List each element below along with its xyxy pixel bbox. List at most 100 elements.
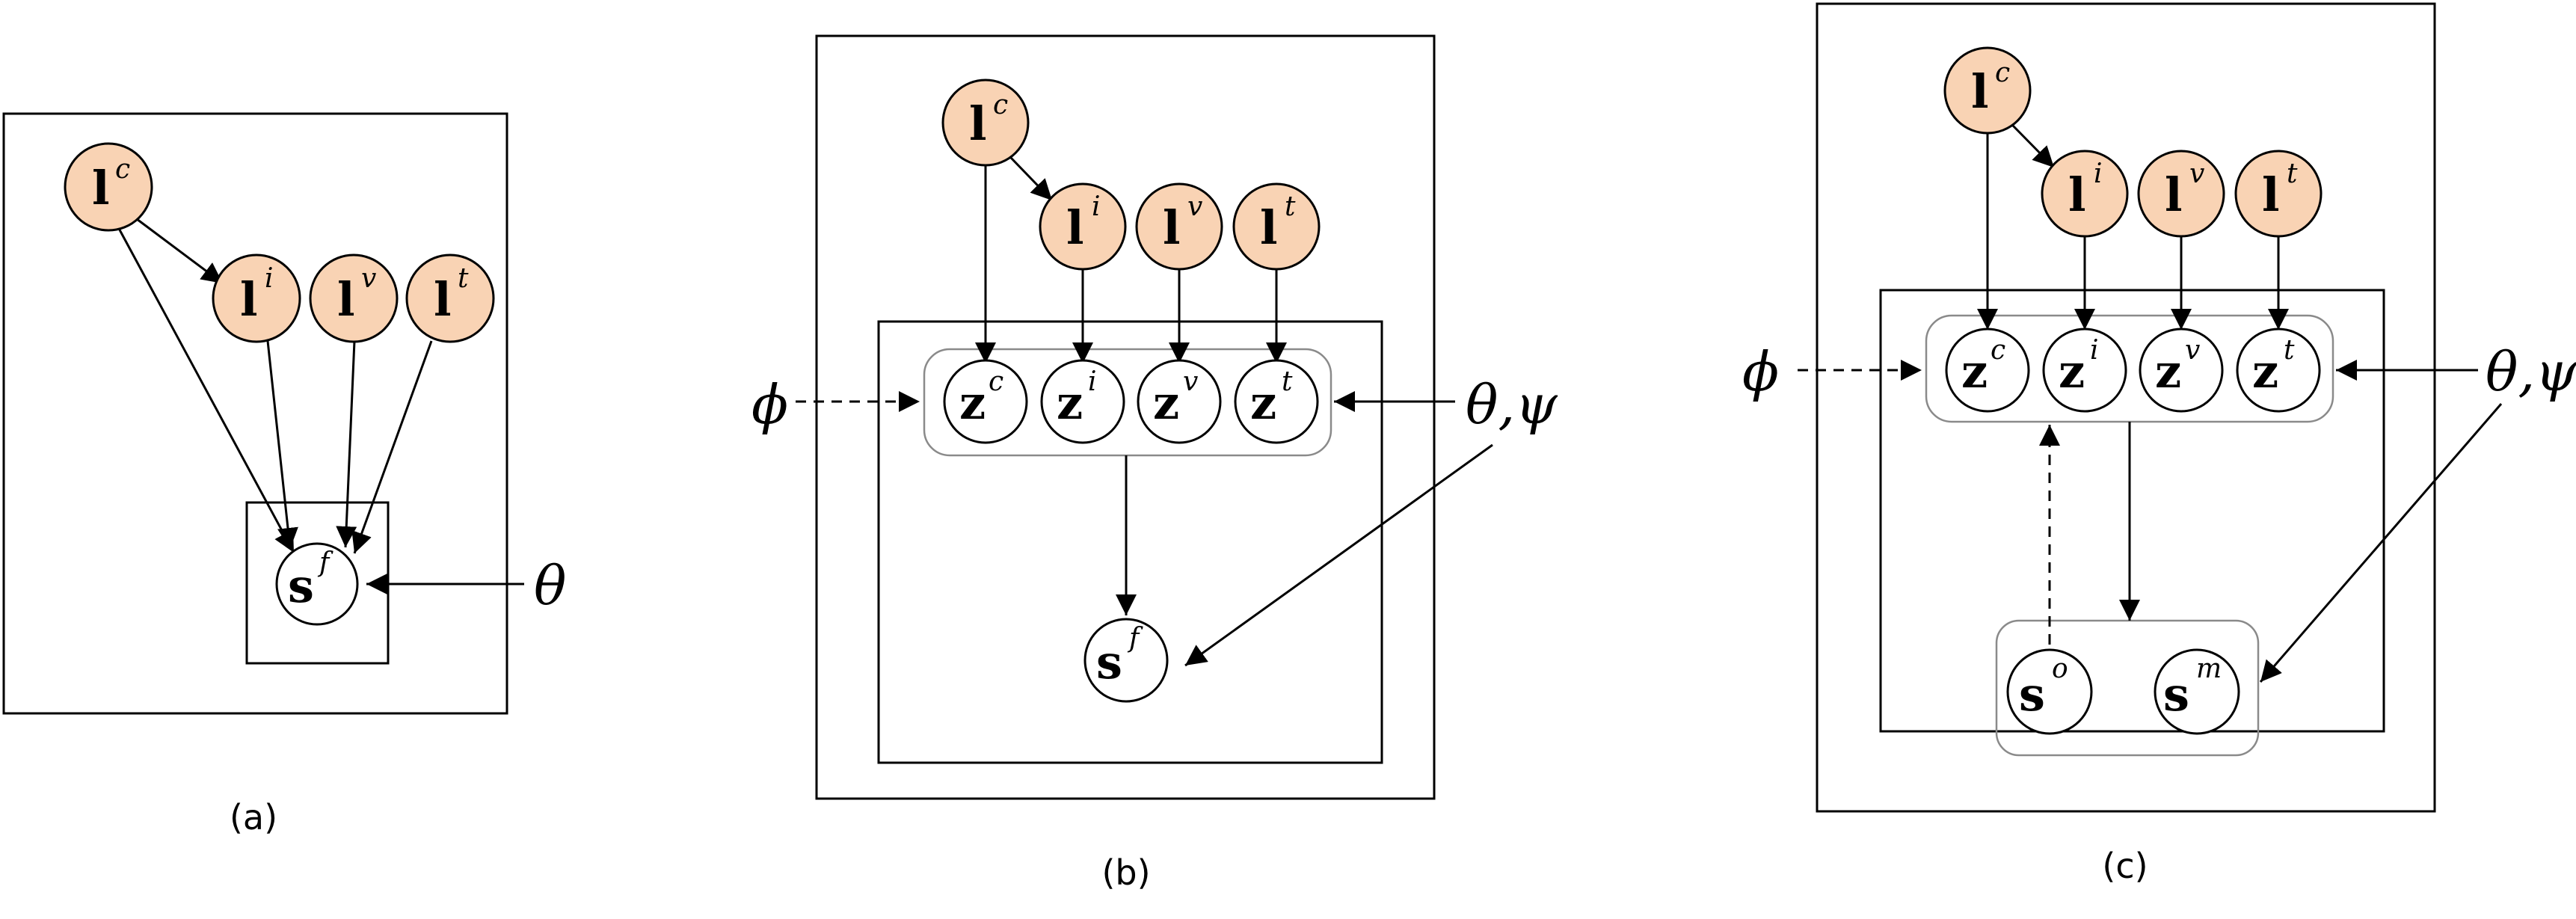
- node-z-v-sup: v: [1183, 366, 1198, 397]
- param-theta: θ: [534, 554, 566, 617]
- node-s-f: s f: [1083, 618, 1169, 703]
- panel-b: l c l i l v l t z c z i z: [751, 34, 1558, 893]
- panel-c-caption: (c): [2102, 846, 2148, 886]
- node-z-i-sup: i: [1088, 366, 1097, 397]
- node-s-f: s f: [275, 542, 359, 626]
- panel-c-s-group: [1995, 619, 2260, 757]
- node-l-c-circle: [941, 79, 1030, 167]
- node-z-c-sup: c: [1991, 335, 2005, 366]
- panel-c: l c l i l v l t z c z i z: [1742, 2, 2576, 886]
- node-z-i-base: z: [2059, 344, 2085, 399]
- node-z-t-base: z: [2252, 344, 2278, 399]
- node-z-i-base: z: [1057, 375, 1083, 430]
- node-s-m-sup: m: [2196, 654, 2222, 684]
- node-l-i-base: l: [240, 272, 258, 327]
- param-theta-psi: θ,ψ: [1466, 373, 1558, 436]
- node-z-t: z t: [2236, 328, 2321, 413]
- param-phi: ϕ: [751, 373, 788, 436]
- panel-b-z-group: [923, 348, 1332, 457]
- node-l-t-base: l: [434, 272, 452, 327]
- node-l-t-base: l: [1260, 200, 1278, 255]
- edge-lc-li: [1009, 156, 1054, 202]
- node-l-i: l i: [2041, 150, 2129, 238]
- panel-a: l c l i l v l t s f θ (a): [2, 112, 566, 837]
- node-z-v-base: z: [1153, 375, 1179, 430]
- edge-param-sm: [2259, 403, 2503, 683]
- node-s-o-base: s: [2019, 667, 2045, 722]
- node-z-c-base: z: [1961, 344, 1988, 399]
- node-l-i-circle: [212, 253, 301, 343]
- node-s-f-circle: [275, 542, 359, 626]
- node-l-c-base: l: [92, 161, 110, 215]
- node-l-i: l i: [1039, 182, 1127, 271]
- node-z-i: z i: [2042, 328, 2127, 413]
- param-phi: ϕ: [1742, 340, 1779, 403]
- node-z-v-sup: v: [2185, 335, 2200, 366]
- node-l-t: l t: [1232, 182, 1321, 271]
- node-l-c-base: l: [969, 96, 987, 151]
- panel-b-caption: (b): [1101, 852, 1150, 893]
- node-z-t-base: z: [1250, 375, 1276, 430]
- node-l-v-circle: [2137, 150, 2225, 238]
- node-l-v-sup: v: [1187, 191, 1202, 222]
- node-l-v-sup: v: [2189, 159, 2204, 189]
- param-theta-psi: θ,ψ: [2486, 340, 2576, 403]
- node-z-i-circle: [2042, 328, 2127, 413]
- node-z-v-circle: [2139, 328, 2224, 413]
- node-l-i-circle: [1039, 182, 1127, 271]
- node-z-i-circle: [1040, 359, 1125, 444]
- node-s-f-base: s: [288, 559, 314, 613]
- node-l-i-sup: i: [2094, 159, 2103, 189]
- node-l-i-circle: [2041, 150, 2129, 238]
- node-s-o-sup: o: [2052, 654, 2068, 684]
- node-l-t-circle: [405, 253, 495, 343]
- node-l-v: l v: [309, 253, 399, 343]
- node-z-v-circle: [1137, 359, 1222, 444]
- node-z-c-sup: c: [989, 366, 1003, 397]
- panel-a-caption: (a): [230, 797, 277, 837]
- panel-c-outer-plate: [1816, 2, 2436, 813]
- node-l-c: l c: [941, 79, 1030, 167]
- node-l-c: l c: [1943, 46, 2032, 135]
- node-z-i-sup: i: [2090, 335, 2099, 366]
- edge-lv-sf: [336, 340, 357, 548]
- node-z-v-base: z: [2155, 344, 2181, 399]
- node-l-c-sup: c: [115, 154, 130, 185]
- node-l-v-circle: [309, 253, 399, 343]
- node-l-t-sup: t: [458, 263, 469, 294]
- node-z-c-base: z: [959, 375, 986, 430]
- node-l-t-circle: [2234, 150, 2323, 238]
- node-l-i-sup: i: [265, 263, 274, 294]
- panel-c-inner-plate: [1879, 289, 2385, 733]
- edge-li-sf: [266, 340, 298, 550]
- node-l-v: l v: [1135, 182, 1223, 271]
- node-z-t-circle: [2236, 328, 2321, 413]
- node-s-f-circle: [1083, 618, 1169, 703]
- node-l-c-sup: c: [1995, 58, 2010, 88]
- node-l-i: l i: [212, 253, 301, 343]
- node-l-c-base: l: [1971, 64, 1989, 119]
- node-l-t-circle: [1232, 182, 1321, 271]
- node-z-t-circle: [1234, 359, 1319, 444]
- edge-lt-sf: [351, 340, 433, 554]
- node-l-v-base: l: [337, 272, 355, 327]
- node-z-c: z c: [943, 359, 1028, 444]
- node-l-i-base: l: [1066, 200, 1084, 255]
- node-z-t: z t: [1234, 359, 1319, 444]
- node-l-t-sup: t: [2287, 159, 2298, 189]
- node-s-m-circle: [2154, 648, 2240, 735]
- panel-a-outer-plate: [2, 112, 508, 715]
- edge-lc-li: [2010, 123, 2056, 169]
- node-z-v: z v: [1137, 359, 1222, 444]
- node-l-c-sup: c: [993, 90, 1008, 120]
- panel-b-outer-plate: [815, 34, 1436, 800]
- node-s-f-base: s: [1096, 635, 1122, 689]
- node-l-v-base: l: [1163, 200, 1181, 255]
- node-l-c-circle: [64, 142, 153, 232]
- node-s-m-base: s: [2163, 667, 2189, 722]
- edge-lc-sf: [115, 224, 295, 553]
- node-l-t-base: l: [2262, 167, 2280, 222]
- edge-param-sf: [1184, 443, 1493, 667]
- node-s-m: s m: [2154, 648, 2240, 735]
